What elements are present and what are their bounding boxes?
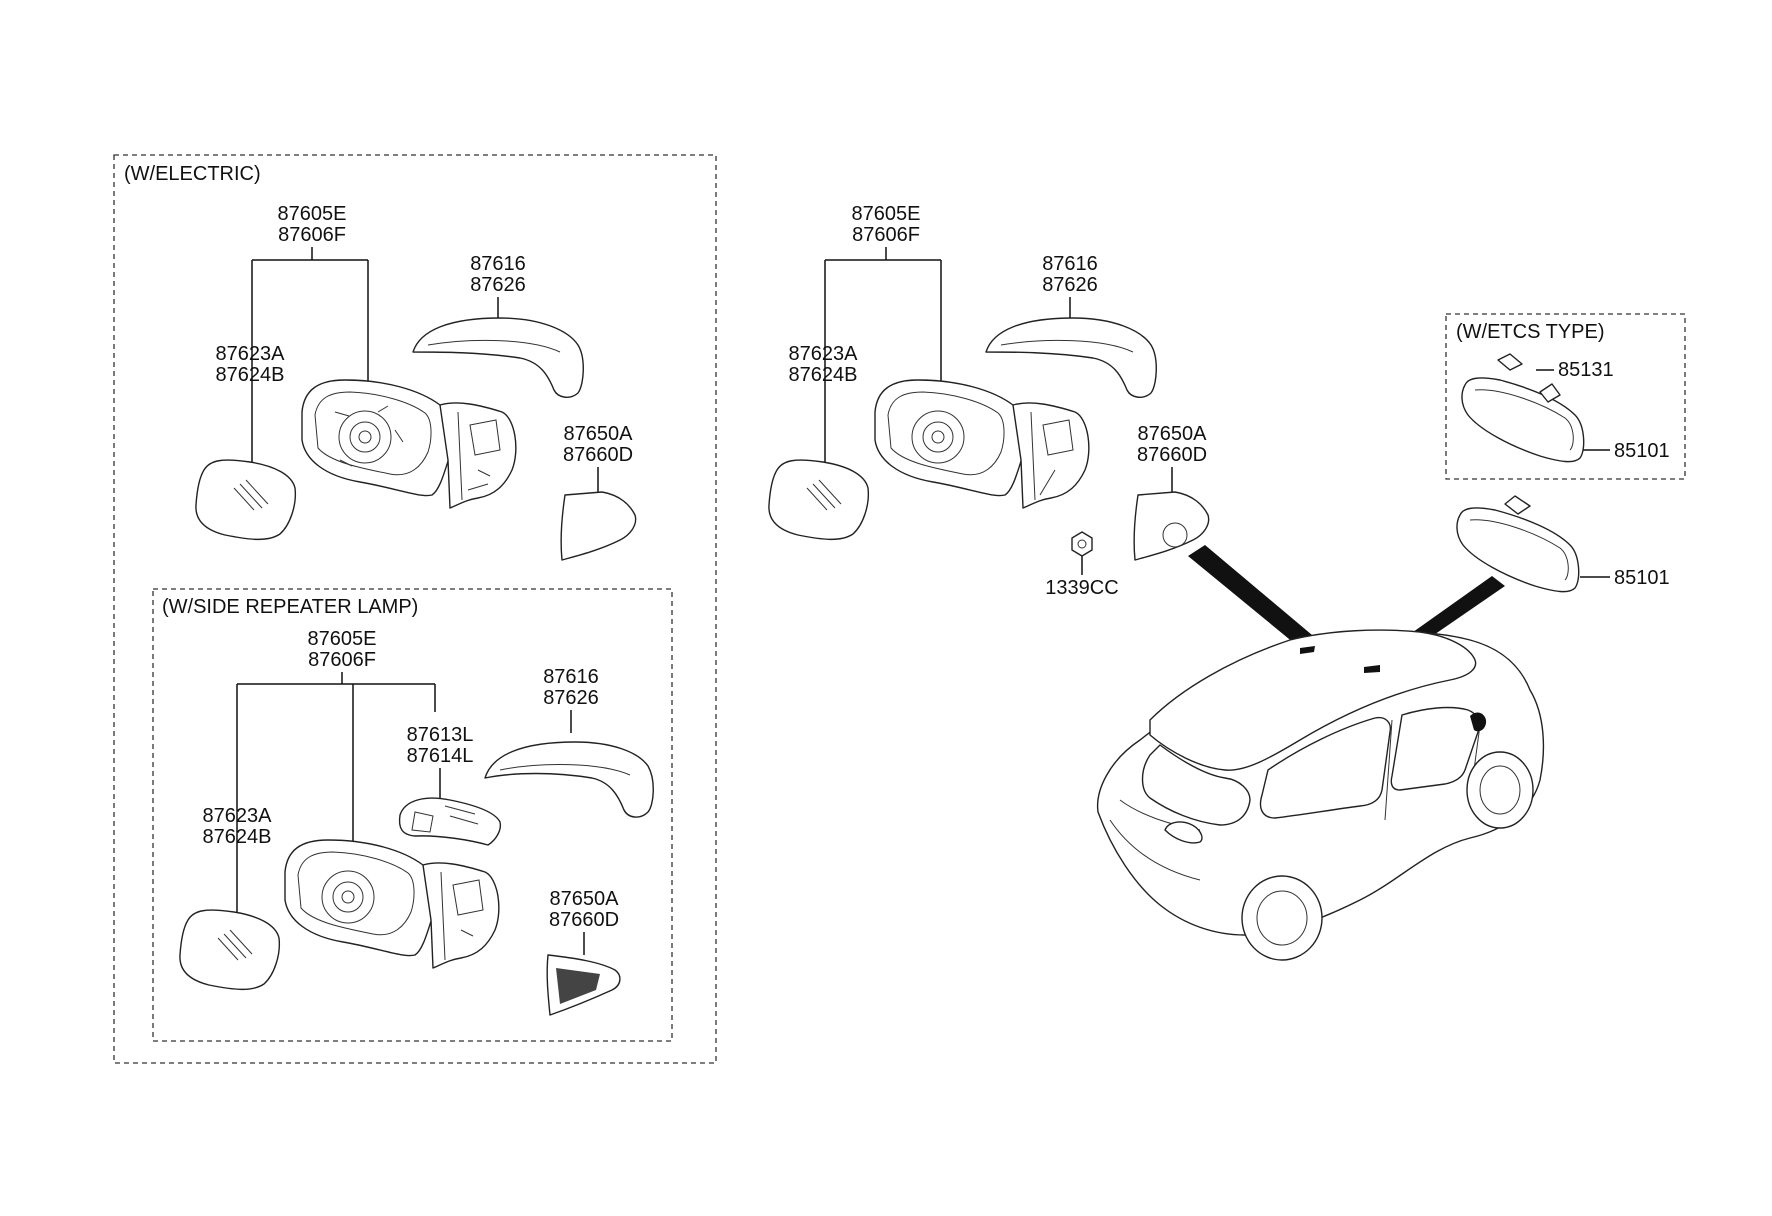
group-electric: (W/ELECTRIC) 87605E 87606F 87616 87626 8… [113, 154, 717, 1064]
group-etcs-border [1445, 313, 1686, 480]
label-main-garnish-b: 87660D [1137, 444, 1207, 466]
label-inside-mirror: 85101 [1614, 567, 1670, 589]
label-mirror-assy-a: 87605E [278, 203, 347, 225]
label-glass-b: 87624B [216, 364, 285, 386]
group-inside-mirror: 85101 [1456, 495, 1670, 593]
mirror-cover-part [412, 317, 584, 398]
label-repeater-glass-a: 87623A [203, 805, 273, 827]
inside-mirror-part [1456, 495, 1580, 593]
nut-part [1071, 531, 1093, 557]
group-etcs-title: (W/ETCS TYPE) [1456, 321, 1605, 343]
label-garnish-b: 87660D [563, 444, 633, 466]
label-repeater-glass-b: 87624B [203, 826, 272, 848]
main-housing-part [874, 379, 1090, 509]
pointer-outside-mirror [1188, 545, 1318, 648]
repeater-lamp-part [398, 797, 502, 846]
etcs-mirror-part [1461, 377, 1585, 463]
repeater-glass-part [179, 909, 281, 991]
label-main-cover-a: 87616 [1042, 253, 1098, 275]
group-side-repeater: (W/SIDE REPEATER LAMP) 87605E 87606F 876… [152, 588, 673, 1042]
label-nut: 1339CC [1045, 577, 1118, 599]
group-electric-border [113, 154, 717, 1064]
label-glass-a: 87623A [216, 343, 286, 365]
mirror-glass-part [195, 459, 297, 541]
label-main-assy-b: 87606F [852, 224, 920, 246]
label-lamp-b: 87614L [407, 745, 474, 767]
group-side-repeater-title: (W/SIDE REPEATER LAMP) [162, 596, 418, 618]
label-main-assy-a: 87605E [852, 203, 921, 225]
label-main-glass-a: 87623A [789, 343, 859, 365]
label-repeater-cover-a: 87616 [543, 666, 599, 688]
group-electric-title: (W/ELECTRIC) [124, 163, 261, 185]
label-repeater-cover-b: 87626 [543, 687, 599, 709]
label-etcs-mirror: 85101 [1614, 440, 1670, 462]
label-bracket: 85131 [1558, 359, 1614, 381]
label-main-garnish-a: 87650A [1138, 423, 1208, 445]
leader-main-assy [824, 247, 942, 470]
garnish-part [560, 491, 637, 561]
group-etcs: (W/ETCS TYPE) 85131 85101 [1445, 313, 1686, 480]
main-garnish-part [1133, 491, 1210, 561]
label-cover-a: 87616 [470, 253, 526, 275]
label-repeater-garnish-a: 87650A [550, 888, 620, 910]
main-cover-part [985, 317, 1157, 398]
label-mirror-assy-b: 87606F [278, 224, 346, 246]
label-repeater-assy-b: 87606F [308, 649, 376, 671]
group-main: 87605E 87606F 87616 87626 87623A 87624B … [768, 203, 1210, 599]
bracket-part [1497, 353, 1523, 371]
label-cover-b: 87626 [470, 274, 526, 296]
label-repeater-assy-a: 87605E [308, 628, 377, 650]
repeater-cover-part [484, 741, 654, 818]
label-main-cover-b: 87626 [1042, 274, 1098, 296]
mirror-housing-part [301, 379, 517, 509]
label-garnish-a: 87650A [564, 423, 634, 445]
repeater-garnish-part [546, 954, 621, 1016]
label-main-glass-b: 87624B [789, 364, 858, 386]
main-glass-part [768, 459, 870, 541]
label-repeater-garnish-b: 87660D [549, 909, 619, 931]
car-illustration [1096, 545, 1545, 961]
leader-repeater-assy [236, 672, 436, 920]
repeater-housing-part [284, 839, 500, 969]
leader-mirror-assy [251, 247, 369, 470]
label-lamp-a: 87613L [407, 724, 474, 746]
